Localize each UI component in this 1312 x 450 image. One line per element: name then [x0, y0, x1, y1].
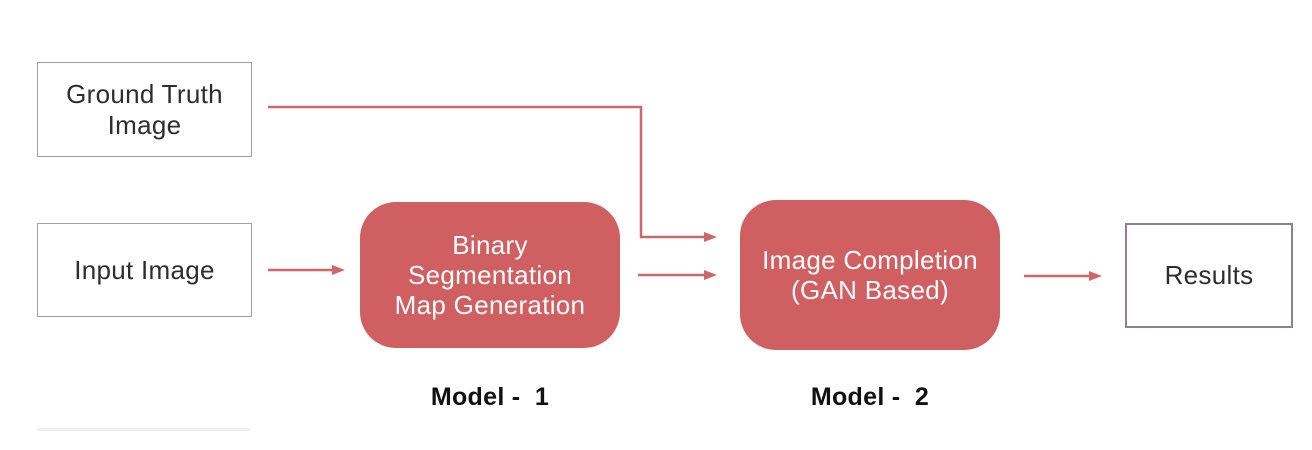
model1-label-line3: Map Generation — [394, 290, 586, 320]
model1-caption: Model - 1 — [430, 383, 550, 411]
results-node: Results — [1125, 223, 1293, 328]
input-image-label: Input Image — [74, 254, 215, 285]
model2-image-completion-node: Image Completion (GAN Based) — [740, 200, 1000, 350]
model1-label-line1: Binary — [452, 230, 528, 260]
model1-binary-segmentation-node: Binary Segmentation Map Generation — [360, 202, 620, 348]
model1-label-line2: Segmentation — [407, 260, 573, 290]
ground-truth-label-line1: Ground Truth — [66, 78, 223, 109]
ground-truth-label-line2: Image — [107, 109, 182, 140]
model2-label-line1: Image Completion — [762, 245, 978, 275]
model2-label-line2: (GAN Based) — [791, 275, 949, 305]
input-image-node: Input Image — [37, 223, 252, 317]
ground-truth-image-node: Ground Truth Image — [37, 62, 252, 157]
results-label: Results — [1164, 260, 1254, 290]
model2-caption: Model - 2 — [810, 383, 930, 411]
partial-box-edge-line — [37, 428, 250, 431]
